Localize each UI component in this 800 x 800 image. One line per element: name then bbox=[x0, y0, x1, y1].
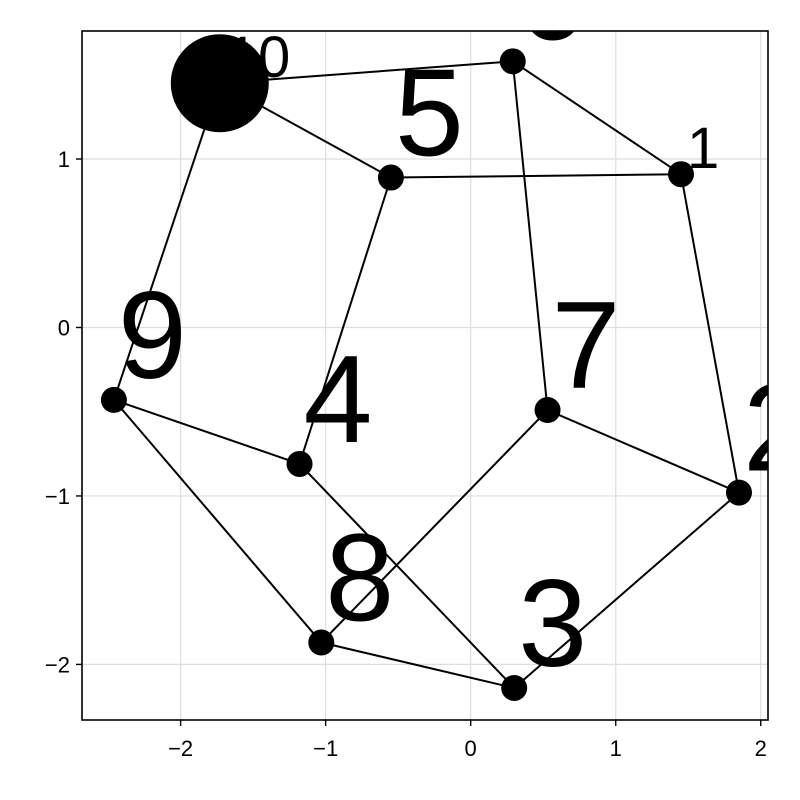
x-tick-label: 0 bbox=[465, 736, 477, 761]
graph-edge bbox=[513, 491, 740, 689]
x-tick-label: −1 bbox=[313, 736, 338, 761]
graph-node-3 bbox=[501, 674, 528, 701]
graph-node-1 bbox=[667, 161, 694, 188]
graph-edge bbox=[321, 641, 515, 689]
node-label-4: 4 bbox=[304, 331, 373, 469]
node-label-6: 6 bbox=[517, 0, 586, 66]
node-layer bbox=[100, 34, 752, 701]
grid-lines bbox=[82, 31, 768, 720]
graph-edge bbox=[113, 399, 323, 644]
graph-node-10 bbox=[170, 34, 269, 133]
node-label-9: 9 bbox=[118, 267, 187, 405]
node-label-7: 7 bbox=[552, 277, 621, 415]
graph-edge bbox=[679, 174, 740, 493]
node-label-layer: 1 2 3 4 56 7 89 10 bbox=[118, 0, 800, 693]
node-label-10: 10 bbox=[226, 25, 291, 90]
x-tick-label: 2 bbox=[755, 736, 767, 761]
node-label-2: 2 bbox=[743, 360, 800, 498]
y-tick-label: −2 bbox=[45, 652, 70, 677]
y-tick-label: 1 bbox=[58, 147, 70, 172]
node-label-8: 8 bbox=[325, 510, 394, 648]
graph-node-5 bbox=[377, 164, 404, 191]
y-tick-label: −1 bbox=[45, 484, 70, 509]
graph-edge bbox=[113, 398, 300, 465]
graph-edge bbox=[547, 409, 740, 494]
node-label-1: 1 bbox=[687, 116, 719, 181]
graph-node-6 bbox=[499, 48, 526, 75]
graph-node-7 bbox=[534, 397, 561, 424]
axis-ticks: −2 −1 0 1 2 −2 −1 0 1 bbox=[45, 147, 767, 761]
y-tick-label: 0 bbox=[58, 315, 70, 340]
graph-edge bbox=[320, 409, 549, 644]
graph-node-2 bbox=[725, 479, 752, 506]
graph-edge bbox=[298, 177, 392, 465]
graph-node-8 bbox=[308, 629, 335, 656]
graph-node-9 bbox=[100, 386, 127, 413]
graph-edge bbox=[511, 61, 549, 411]
x-tick-label: −2 bbox=[168, 736, 193, 761]
graph-node-4 bbox=[286, 450, 313, 477]
plot-area: 1 2 3 4 56 7 89 10 bbox=[100, 0, 800, 701]
edge-layer bbox=[112, 60, 740, 689]
node-label-3: 3 bbox=[518, 555, 587, 693]
graph-edge bbox=[298, 463, 515, 689]
x-tick-label: 1 bbox=[610, 736, 622, 761]
graph-edge bbox=[512, 60, 682, 176]
node-label-5: 5 bbox=[395, 45, 464, 183]
graph-edge bbox=[112, 82, 221, 401]
plot-frame bbox=[81, 30, 769, 721]
graph-edge bbox=[390, 173, 681, 179]
